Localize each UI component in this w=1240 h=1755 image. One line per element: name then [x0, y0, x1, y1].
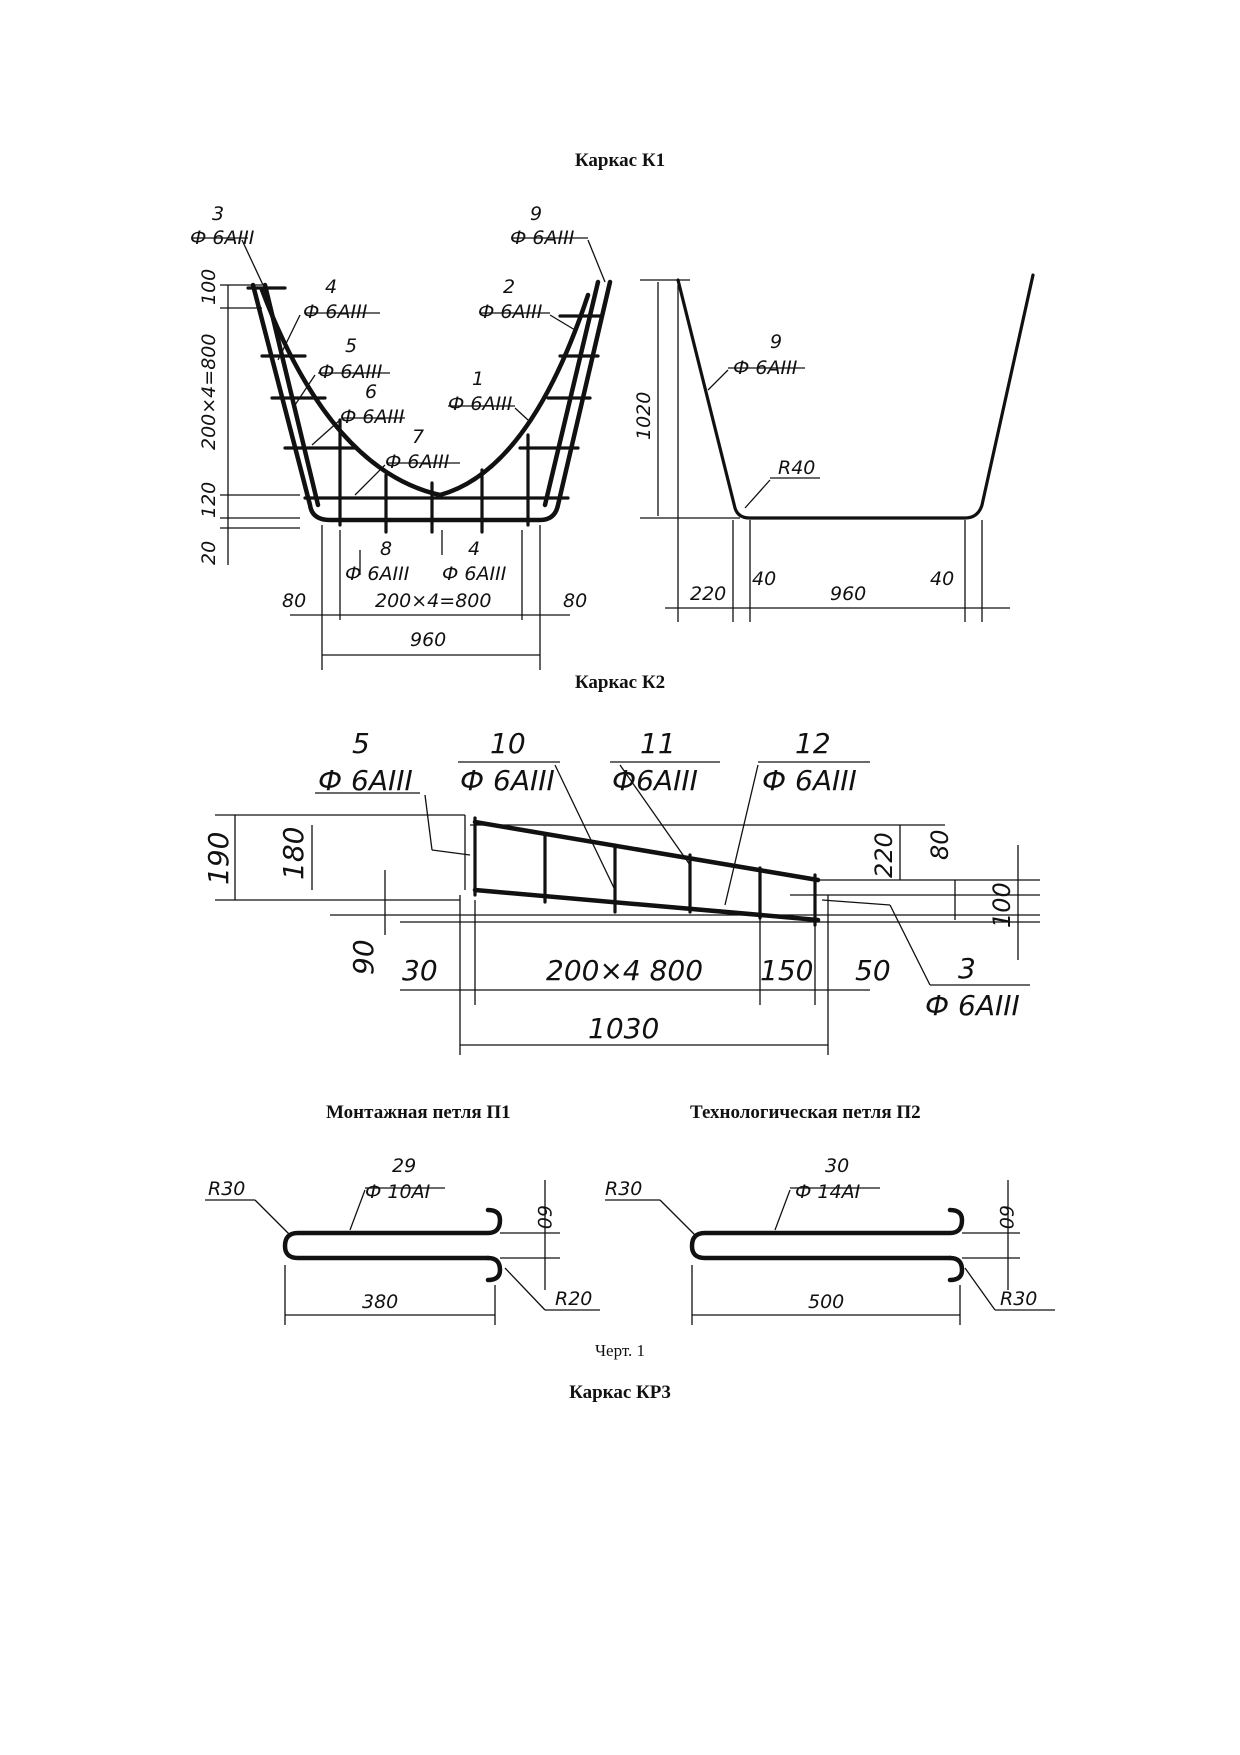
k1-dim-vertical: 200×4=800: [198, 334, 220, 450]
k2-dim-190: 190: [202, 832, 235, 885]
k1-mark-4-spec: Ф 6АIII: [303, 301, 368, 323]
k1-front-view: [192, 237, 613, 670]
k1-mark-8-spec: Ф 6АIII: [345, 563, 410, 585]
k1-mark-2-num: 2: [503, 276, 515, 298]
k1-dim-top: 100: [198, 269, 220, 305]
loop-p2: [605, 1180, 1055, 1325]
k1-side-220: 220: [690, 583, 726, 605]
p2-spec: Ф 14АI: [795, 1181, 861, 1203]
k1-mark-4b-num: 4: [468, 538, 480, 560]
k2-dim-30: 30: [402, 954, 438, 987]
k2-mark-12-num: 12: [795, 727, 831, 760]
k1-dim-left80: 80: [282, 590, 306, 612]
k2-view: [215, 761, 1040, 1055]
k1-mark-6-spec: Ф 6АIII: [340, 406, 405, 428]
k1-side-40b: 40: [930, 568, 954, 590]
k2-dim-180: 180: [277, 827, 310, 880]
k1-mark-4-num: 4: [325, 276, 337, 298]
p2-length: 500: [808, 1291, 844, 1313]
k2-dim-50: 50: [855, 954, 891, 987]
k2-mark-5-spec: Ф 6АIII: [318, 764, 413, 797]
p1-radius: R30: [208, 1178, 245, 1200]
k1-dim-right80: 80: [563, 590, 587, 612]
p1-hook: [485, 1255, 503, 1283]
k2-mark-11-spec: Ф6АIII: [612, 764, 698, 797]
k1-dim-span: 200×4=800: [375, 590, 491, 612]
k1-dim-bot: 20: [198, 541, 220, 565]
caption-kr3: Каркас КР3: [569, 1382, 671, 1403]
k1-outer-bar: [250, 279, 613, 523]
k1-mark-7-num: 7: [412, 426, 424, 448]
k2-mark-12-spec: Ф 6АIII: [762, 764, 857, 797]
k2-dim-80: 80: [926, 829, 954, 860]
p2-hook: [947, 1255, 965, 1283]
loop-p1: [205, 1180, 600, 1325]
k1-mark-3-num: 3: [212, 203, 224, 225]
p1-length: 380: [362, 1291, 398, 1313]
k1-side-40a: 40: [752, 568, 776, 590]
k1-mark-1-num: 1: [472, 368, 484, 390]
p1-loop-bar: [282, 1207, 503, 1261]
k2-mark-3-num: 3: [958, 952, 976, 985]
k1-mark-4b-spec: Ф 6АIII: [442, 563, 507, 585]
p2-radius: R30: [605, 1178, 642, 1200]
k2-mark-11-num: 11: [640, 727, 676, 760]
caption-p2: Технологическая петля П2: [690, 1102, 921, 1123]
k1-side-mark-spec: Ф 6АIII: [733, 357, 798, 379]
p1-num: 29: [392, 1155, 416, 1177]
k1-mark-6-num: 6: [365, 381, 377, 403]
k1-side-view: [640, 273, 1035, 622]
k2-dim-220: 220: [870, 832, 898, 878]
k1-side-mark-num: 9: [770, 331, 782, 353]
caption-k1: Каркас К1: [574, 150, 666, 171]
k1-inner-right-bar: [542, 279, 601, 508]
k1-dim-mid: 120: [198, 482, 220, 518]
p2-radius2: R30: [1000, 1288, 1037, 1310]
k1-side-960: 960: [830, 583, 866, 605]
k1-mark-3-spec: Ф 6АIII: [190, 227, 255, 249]
k1-mark-5-num: 5: [345, 335, 357, 357]
k1-side-height: 1020: [633, 392, 655, 440]
k1-side-bar: [676, 273, 1035, 520]
k1-mark-9-spec: Ф 6АIII: [510, 227, 575, 249]
k1-mark-7-spec: Ф 6АIII: [385, 451, 450, 473]
p1-radius2: R20: [555, 1288, 592, 1310]
p1-spec: Ф 10АI: [365, 1181, 431, 1203]
caption-p1: Монтажная петля П1: [326, 1102, 511, 1123]
caption-figure: Черт. 1: [594, 1341, 646, 1360]
k2-dim-total: 1030: [588, 1012, 659, 1045]
p1-height: 60: [533, 1205, 555, 1229]
k2-mark-5-num: 5: [352, 727, 370, 760]
k2-mark-10-spec: Ф 6АIII: [460, 764, 555, 797]
k2-dim-150: 150: [760, 954, 813, 987]
k1-mark-9-num: 9: [530, 203, 542, 225]
p2-height: 60: [995, 1205, 1017, 1229]
k1-side-radius: R40: [778, 457, 815, 479]
k1-mark-2-spec: Ф 6АIII: [478, 301, 543, 323]
k2-mark-3-spec: Ф 6АIII: [925, 989, 1020, 1022]
k2-dim-span: 200×4 800: [546, 954, 703, 987]
k2-mark-10-num: 10: [490, 727, 526, 760]
k2-dim-100: 100: [988, 882, 1016, 928]
p2-num: 30: [825, 1155, 849, 1177]
k2-dim-90: 90: [347, 939, 380, 975]
k1-dim-total: 960: [410, 629, 446, 651]
k1-mark-1-spec: Ф 6АIII: [448, 393, 513, 415]
caption-k2: Каркас К2: [574, 672, 666, 693]
k2-top-bar: [472, 819, 821, 883]
p2-loop-bar: [689, 1207, 965, 1261]
k1-mark-5-spec: Ф 6АIII: [318, 361, 383, 383]
k1-mark-8-num: 8: [380, 538, 392, 560]
